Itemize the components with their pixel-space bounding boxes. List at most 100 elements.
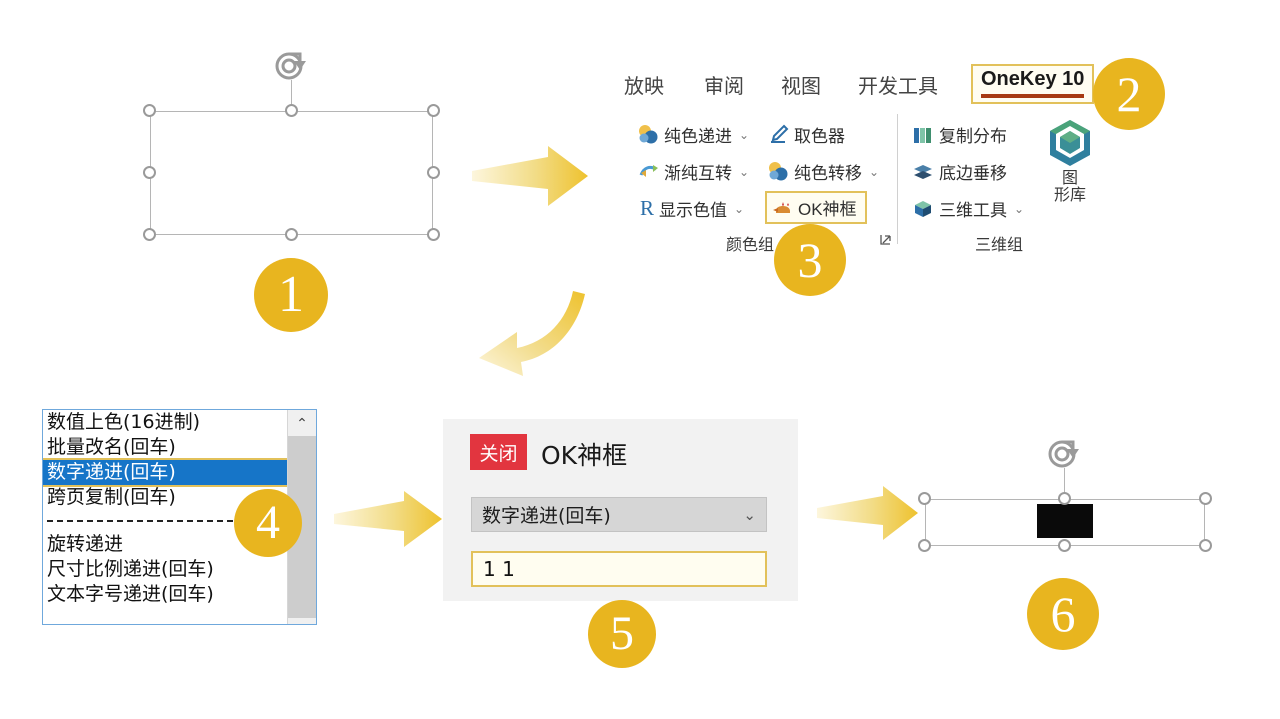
resize-handle-w[interactable] — [143, 166, 156, 179]
duplicate-distribute-icon — [914, 127, 931, 143]
slide-shape-before[interactable] — [143, 52, 440, 241]
ribbon-item-dibian-chuiyi-label: 底边垂移 — [939, 164, 1007, 184]
chevron-down-icon[interactable]: ⌄ — [1014, 201, 1025, 216]
value-input-text: 1 1 — [483, 557, 515, 581]
ribbon-item-sanwei-gongju[interactable]: 三维工具 ⌄ — [912, 196, 1024, 221]
list-item-6[interactable]: 文本字号递进(回车) — [47, 583, 214, 605]
ribbon-item-jianchun-huzhuan-label: 渐纯互转 — [664, 164, 732, 184]
resize-handle-nw-after[interactable] — [918, 492, 931, 505]
step-badge-4-number: 4 — [256, 496, 280, 549]
chevron-down-icon[interactable]: ⌄ — [869, 164, 880, 179]
tab-shenyue[interactable]: 审阅 — [704, 74, 744, 98]
step-badge-1-number: 1 — [278, 266, 304, 323]
resize-handle-s[interactable] — [285, 228, 298, 241]
layers-icon — [914, 164, 932, 179]
list-item-2-selected[interactable]: 数字递进(回车) — [43, 458, 289, 487]
selected-text-block[interactable] — [1037, 504, 1093, 538]
list-item-0[interactable]: 数值上色(16进制) — [47, 411, 201, 433]
ribbon-item-fuzhi-fenbu[interactable]: 复制分布 — [912, 122, 1007, 147]
tab-onekey-10[interactable]: OneKey 10 — [971, 64, 1095, 104]
arrow-right-1 — [472, 146, 588, 206]
resize-handle-se[interactable] — [427, 228, 440, 241]
r-letter-icon: R — [640, 196, 655, 220]
chevron-down-icon[interactable]: ⌄ — [739, 164, 750, 179]
chevron-down-icon[interactable]: ⌄ — [739, 127, 750, 142]
ribbon-item-quseqi-label: 取色器 — [794, 127, 845, 147]
ribbon-item-xianshi-sezhi-label: 显示色值 — [659, 201, 728, 221]
chevron-down-icon[interactable]: ⌄ — [734, 201, 745, 216]
scroll-up-icon[interactable]: ⌃ — [288, 410, 316, 436]
listbox-items: 数值上色(16进制) 批量改名(回车) 数字递进(回车) 跨页复制(回车) 旋转… — [43, 410, 289, 607]
step-badge-3-number: 3 — [797, 232, 823, 288]
resize-handle-s-after[interactable] — [1058, 539, 1071, 552]
hexagon-gallery-icon — [1050, 120, 1090, 166]
close-button[interactable]: 关闭 — [470, 434, 527, 470]
dialog-title: OK神框 — [541, 441, 628, 470]
resize-handle-ne-after[interactable] — [1199, 492, 1212, 505]
resize-handle-sw[interactable] — [143, 228, 156, 241]
function-select[interactable]: 数字递进(回车) ⌄ — [471, 497, 767, 532]
resize-handle-e[interactable] — [427, 166, 440, 179]
step-badge-3: 3 — [774, 224, 846, 296]
swap-color-icon — [639, 165, 658, 177]
tab-active-underline — [981, 94, 1085, 98]
ribbon-item-dibian-chuiyi[interactable]: 底边垂移 — [912, 159, 1007, 184]
ribbon-item-chunse-zhuanyi-label: 纯色转移 — [794, 164, 862, 184]
magic-lamp-icon — [773, 201, 790, 213]
ribbon-item-tuxingku-label-line1: 图 — [1061, 168, 1078, 187]
list-item-1[interactable]: 批量改名(回车) — [47, 436, 176, 458]
step-badge-2-number: 2 — [1116, 66, 1142, 122]
rotation-stem — [291, 80, 292, 111]
step-badge-5: 5 — [588, 600, 656, 668]
rotation-handle-icon[interactable] — [274, 49, 308, 83]
list-item-3[interactable]: 跨页复制(回车) — [47, 486, 176, 508]
resize-handle-n[interactable] — [285, 104, 298, 117]
two-circles-icon — [639, 125, 658, 144]
value-input[interactable]: 1 1 — [471, 551, 767, 587]
step-badge-5-number: 5 — [610, 607, 634, 660]
ribbon-item-quseqi[interactable]: 取色器 — [768, 122, 845, 147]
resize-handle-se-after[interactable] — [1199, 539, 1212, 552]
arrow-right-2 — [334, 491, 442, 547]
step-badge-1: 1 — [254, 258, 328, 332]
resize-handle-sw-after[interactable] — [918, 539, 931, 552]
tab-fangying[interactable]: 放映 — [624, 74, 664, 98]
function-listbox[interactable]: 数值上色(16进制) 批量改名(回车) 数字递进(回车) 跨页复制(回车) 旋转… — [42, 409, 317, 625]
ribbon-item-xianshi-sezhi[interactable]: R 显示色值 ⌄ — [640, 196, 744, 221]
list-item-5[interactable]: 尺寸比例递进(回车) — [47, 558, 214, 580]
list-item-4[interactable]: 旋转递进 — [47, 533, 124, 555]
group-label-3d: 三维组 — [975, 235, 1024, 254]
ribbon-item-chunse-dijin[interactable]: 纯色递进 ⌄ — [638, 122, 749, 147]
resize-handle-nw[interactable] — [143, 104, 156, 117]
resize-handle-n-after[interactable] — [1058, 492, 1071, 505]
rotation-handle-icon-after[interactable] — [1047, 437, 1081, 471]
ribbon-item-fuzhi-fenbu-label: 复制分布 — [939, 127, 1007, 147]
cube-icon — [915, 200, 931, 217]
step-badge-6-number: 6 — [1050, 586, 1076, 642]
shape-outline — [150, 111, 433, 235]
step-badge-2: 2 — [1093, 58, 1165, 130]
eyedropper-icon — [771, 124, 789, 143]
ribbon-item-ok-shenkuang-label: OK神框 — [798, 200, 857, 219]
color-transfer-icon — [769, 162, 788, 181]
arrow-curved-down-left — [479, 291, 585, 376]
group-label-color: 颜色组 — [726, 235, 775, 254]
ribbon-group-separator — [897, 114, 898, 244]
function-select-value: 数字递进(回车) — [482, 505, 611, 527]
ribbon-item-ok-shenkuang[interactable]: OK神框 — [765, 191, 867, 224]
tab-onekey-10-label: OneKey 10 — [981, 68, 1085, 90]
ribbon-item-tuxingku[interactable]: 图 形库 — [1045, 118, 1095, 204]
dialog-launcher-icon[interactable] — [878, 232, 894, 248]
ok-shenkuang-dialog: 关闭 OK神框 数字递进(回车) ⌄ 1 1 — [443, 419, 798, 601]
slide-shape-after[interactable] — [918, 440, 1212, 552]
step-badge-6: 6 — [1027, 578, 1099, 650]
chevron-down-icon[interactable]: ⌄ — [743, 505, 756, 524]
ribbon-item-tuxingku-label-line2: 形库 — [1053, 184, 1086, 204]
ribbon-item-sanwei-gongju-label: 三维工具 — [939, 201, 1007, 221]
tab-shitu[interactable]: 视图 — [781, 74, 821, 98]
ribbon-item-jianchun-huzhuan[interactable]: 渐纯互转 ⌄ — [638, 159, 749, 184]
tab-kaifagongju[interactable]: 开发工具 — [858, 74, 938, 98]
ribbon-item-chunse-zhuanyi[interactable]: 纯色转移 ⌄ — [768, 159, 879, 184]
onekey-ribbon: 放映 审阅 视图 开发工具 OneKey 10 纯色递进 ⌄ 取色器 渐纯互转 — [620, 62, 1120, 262]
resize-handle-ne[interactable] — [427, 104, 440, 117]
